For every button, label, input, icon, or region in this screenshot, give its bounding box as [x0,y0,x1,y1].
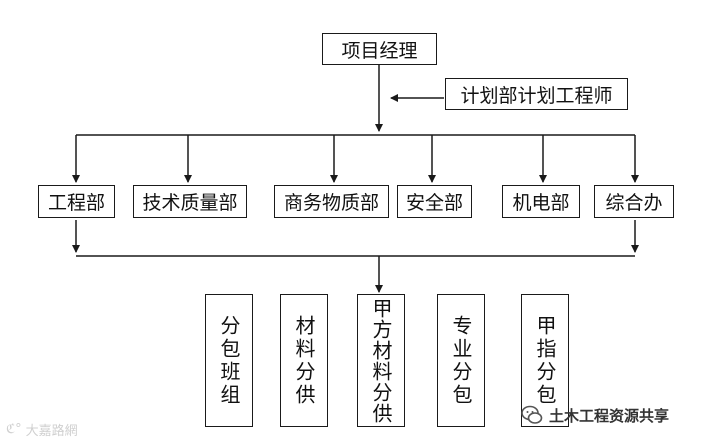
subcontract-box-1: 分包班组 [205,294,253,427]
watermark-logo-icon: ℭ° [6,422,22,437]
subcontract-box-5: 甲指分包 [521,294,569,427]
subcontract-box-3: 甲方材料分供 [357,294,405,427]
subcontract-box-4: 专业分包 [437,294,485,427]
planner-box: 计划部计划工程师 [445,78,628,110]
dept-box-6: 综合办 [594,185,674,218]
watermark-right: 土木工程资源共享 [521,404,669,426]
dept-box-1: 工程部 [38,185,115,218]
dept-box-3: 商务物质部 [274,185,389,218]
dept-box-2: 技术质量部 [133,185,247,218]
manager-box: 项目经理 [322,33,437,65]
dept-box-5: 机电部 [502,185,580,218]
watermark-left: ℭ° 大嘉路網 [6,422,78,439]
subcontract-box-2: 材料分供 [280,294,328,427]
wechat-icon [521,405,543,424]
dept-box-4: 安全部 [397,185,472,218]
